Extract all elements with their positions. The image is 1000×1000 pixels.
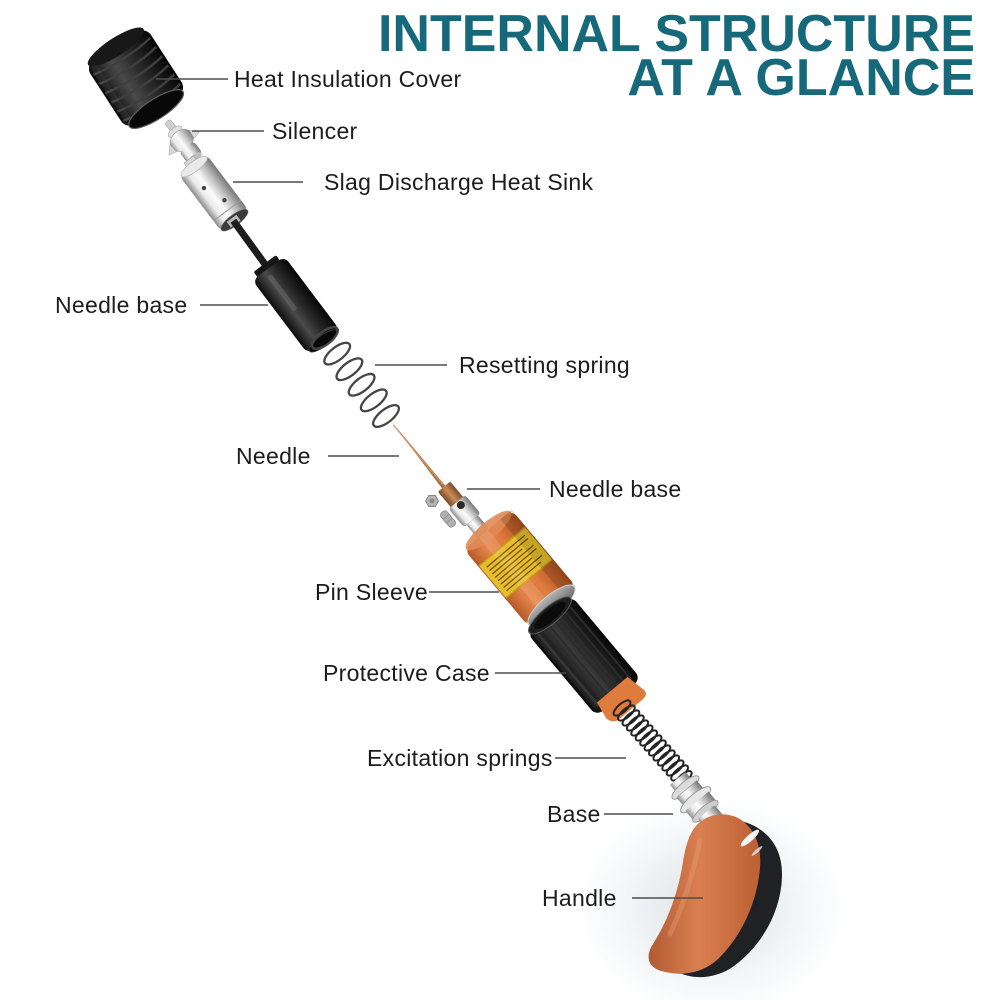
label-needle: Needle [236, 443, 311, 469]
pin-sleeve-part [465, 509, 576, 627]
label-needle-base-lower: Needle base [549, 476, 682, 502]
label-resetting-spring: Resetting spring [459, 352, 630, 378]
connector-rod-part [226, 214, 272, 272]
leader-lines [156, 78, 703, 899]
excitation-springs-part [612, 699, 693, 786]
title-line-2: AT A GLANCE [627, 49, 975, 107]
handle-part [648, 814, 782, 978]
label-slag-discharge-heat-sink: Slag Discharge Heat Sink [324, 169, 594, 195]
needle-base-upper-part [254, 255, 338, 353]
silencer-part [165, 119, 202, 164]
pin-part [440, 510, 456, 528]
needle-part [391, 421, 448, 491]
label-protective-case: Protective Case [323, 660, 490, 686]
label-base: Base [547, 801, 601, 827]
label-pin-sleeve: Pin Sleeve [315, 579, 428, 605]
label-handle: Handle [542, 885, 617, 911]
label-excitation-springs: Excitation springs [367, 745, 553, 771]
slag-discharge-heat-sink-part [180, 155, 249, 232]
resetting-spring-part [310, 326, 401, 428]
handle-notch [740, 829, 763, 856]
protective-case-part [528, 596, 646, 722]
page-title: INTERNAL STRUCTURE AT A GLANCE [377, 5, 975, 107]
label-needle-base-upper: Needle base [55, 292, 188, 318]
label-silencer: Silencer [272, 118, 358, 144]
nut-part [425, 494, 439, 508]
heat-insulation-cover-part [87, 27, 185, 129]
handle-orange-grip [648, 814, 761, 974]
label-heat-insulation-cover: Heat Insulation Cover [234, 66, 462, 92]
title-line-1: INTERNAL STRUCTURE [377, 5, 975, 63]
